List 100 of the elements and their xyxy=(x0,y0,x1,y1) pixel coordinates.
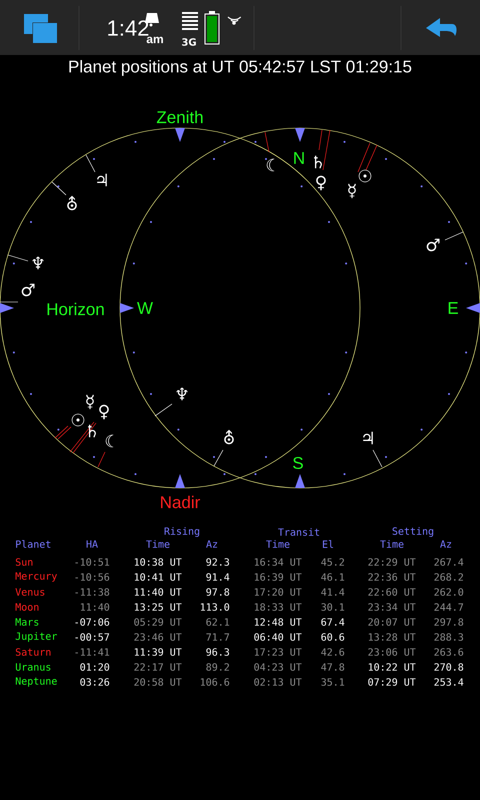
table-cell: 03:26 xyxy=(80,678,110,686)
column-header: Az xyxy=(206,540,218,548)
table-cell: 253.4 xyxy=(434,678,464,686)
table-cell: 106.6 xyxy=(200,678,230,686)
table-cell: 10:22 UT xyxy=(368,663,416,671)
table-cell: 91.4 xyxy=(206,573,230,581)
table-cell: Moon xyxy=(16,603,38,611)
table-cell: 89.2 xyxy=(206,663,229,671)
column-header: HA xyxy=(86,540,98,548)
table-cell: 06:40 UT xyxy=(254,633,302,641)
column-header: Time xyxy=(380,540,404,548)
table-cell: 13:28 UT xyxy=(368,633,416,641)
table-cell: 23:46 UT xyxy=(134,633,182,641)
table-cell: 17:23 UT xyxy=(254,648,302,656)
planet-symbol: ☉ xyxy=(72,414,84,426)
table-cell: -11:41 xyxy=(75,648,110,656)
compass-label: W xyxy=(137,302,153,314)
table-cell: 22:29 UT xyxy=(368,558,416,566)
compass-label: N xyxy=(294,152,304,164)
planet-symbol: ♃ xyxy=(363,432,373,444)
table-cell: 02:13 UT xyxy=(254,678,302,686)
table-cell: 22:36 UT xyxy=(368,573,416,581)
zenith-label: Zenith xyxy=(156,110,202,124)
planet-symbol: ⛢ xyxy=(67,196,77,210)
planet-symbol: ♂ xyxy=(426,238,440,252)
table-cell: 113.0 xyxy=(200,603,230,611)
table-cell: 20:07 UT xyxy=(368,618,416,626)
table-cell: 41.4 xyxy=(321,588,344,596)
table-cell: 18:33 UT xyxy=(254,603,302,611)
planet-symbol: ♀ xyxy=(99,404,109,420)
table-cell: 13:25 UT xyxy=(134,603,182,611)
planet-symbol: ☿ xyxy=(86,394,94,410)
column-header: El xyxy=(322,540,334,548)
planet-symbol: ♆ xyxy=(32,256,44,270)
table-cell: 47.8 xyxy=(321,663,344,671)
planet-symbol: ♄ xyxy=(88,424,96,438)
table-cell: Jupiter xyxy=(16,632,57,642)
table-cell: 268.2 xyxy=(434,573,463,581)
table-cell: 244.7 xyxy=(434,603,464,611)
table-cell: 01:20 xyxy=(80,663,110,671)
table-cell: 45.2 xyxy=(321,558,344,566)
planet-symbol: ⛢ xyxy=(224,430,234,444)
table-cell: Venus xyxy=(15,588,44,596)
table-cell: 04:23 UT xyxy=(254,663,302,671)
compass-label: S xyxy=(293,456,303,470)
table-cell: 35.1 xyxy=(321,678,344,686)
table-cell: 11:40 xyxy=(80,603,110,611)
planet-symbol: ☉ xyxy=(358,170,372,182)
column-header: Az xyxy=(440,540,452,548)
table-cell: 22:60 UT xyxy=(368,588,416,596)
planet-symbol: ♂ xyxy=(22,284,34,296)
column-header: Planet xyxy=(16,540,50,548)
planet-symbol: ♃ xyxy=(97,174,107,186)
planet-symbol: ♆ xyxy=(176,388,188,400)
column-header: Time xyxy=(266,540,290,548)
table-cell: -07:06 xyxy=(75,618,110,626)
table-cell: 46.1 xyxy=(321,573,344,581)
table-cell: 42.6 xyxy=(321,648,344,656)
table-cell: 23:34 UT xyxy=(368,603,416,611)
table-cell: 62.1 xyxy=(206,618,230,626)
table-cell: Neptune xyxy=(16,677,57,687)
table-cell: 10:41 UT xyxy=(134,573,182,581)
table-cell: 10:38 UT xyxy=(134,558,182,566)
table-cell: 267.4 xyxy=(434,558,464,566)
table-cell: 71.7 xyxy=(206,633,230,641)
table-cell: 60.6 xyxy=(321,633,344,641)
horizon-label: Horizon xyxy=(48,302,104,316)
table-cell: -00:57 xyxy=(75,633,110,641)
am-pm-text: am xyxy=(146,36,163,44)
table-cell: 67.4 xyxy=(321,618,344,626)
table-cell: 270.8 xyxy=(434,663,464,671)
table-cell: 262.0 xyxy=(434,588,464,596)
table-cell: 288.3 xyxy=(434,633,464,641)
table-cell: 97.8 xyxy=(206,588,230,596)
table-cell: 22:17 UT xyxy=(134,663,182,671)
table-cell: 11:40 UT xyxy=(134,588,182,596)
planet-symbol: ♄ xyxy=(314,156,322,168)
table-cell: 16:34 UT xyxy=(254,558,302,566)
table-cell: 23:06 UT xyxy=(368,648,416,656)
table-cell: 05:29 UT xyxy=(134,618,182,626)
network-text: 3G xyxy=(182,38,196,46)
table-cell: 30.1 xyxy=(321,603,344,611)
compass-label: E xyxy=(448,302,458,314)
table-cell: 17:20 UT xyxy=(254,588,302,596)
planet-symbol: ☿ xyxy=(348,184,356,198)
table-cell: 263.6 xyxy=(434,648,464,656)
column-header: Setting xyxy=(392,527,434,537)
table-cell: Mars xyxy=(16,618,38,626)
table-cell: Mercury xyxy=(16,572,57,582)
planet-symbol: ☾ xyxy=(106,434,114,448)
column-header: Transit xyxy=(278,528,320,536)
planet-symbol: ♀ xyxy=(316,176,326,190)
nadir-label: Nadir xyxy=(161,496,200,508)
table-cell: -10:51 xyxy=(75,558,110,566)
table-cell: 92.3 xyxy=(206,558,230,566)
clock-time: 1:42 xyxy=(108,20,148,36)
column-header: Time xyxy=(146,540,170,548)
table-cell: 16:39 UT xyxy=(254,573,302,581)
table-cell: 20:58 UT xyxy=(134,678,182,686)
table-cell: Uranus xyxy=(16,663,50,671)
